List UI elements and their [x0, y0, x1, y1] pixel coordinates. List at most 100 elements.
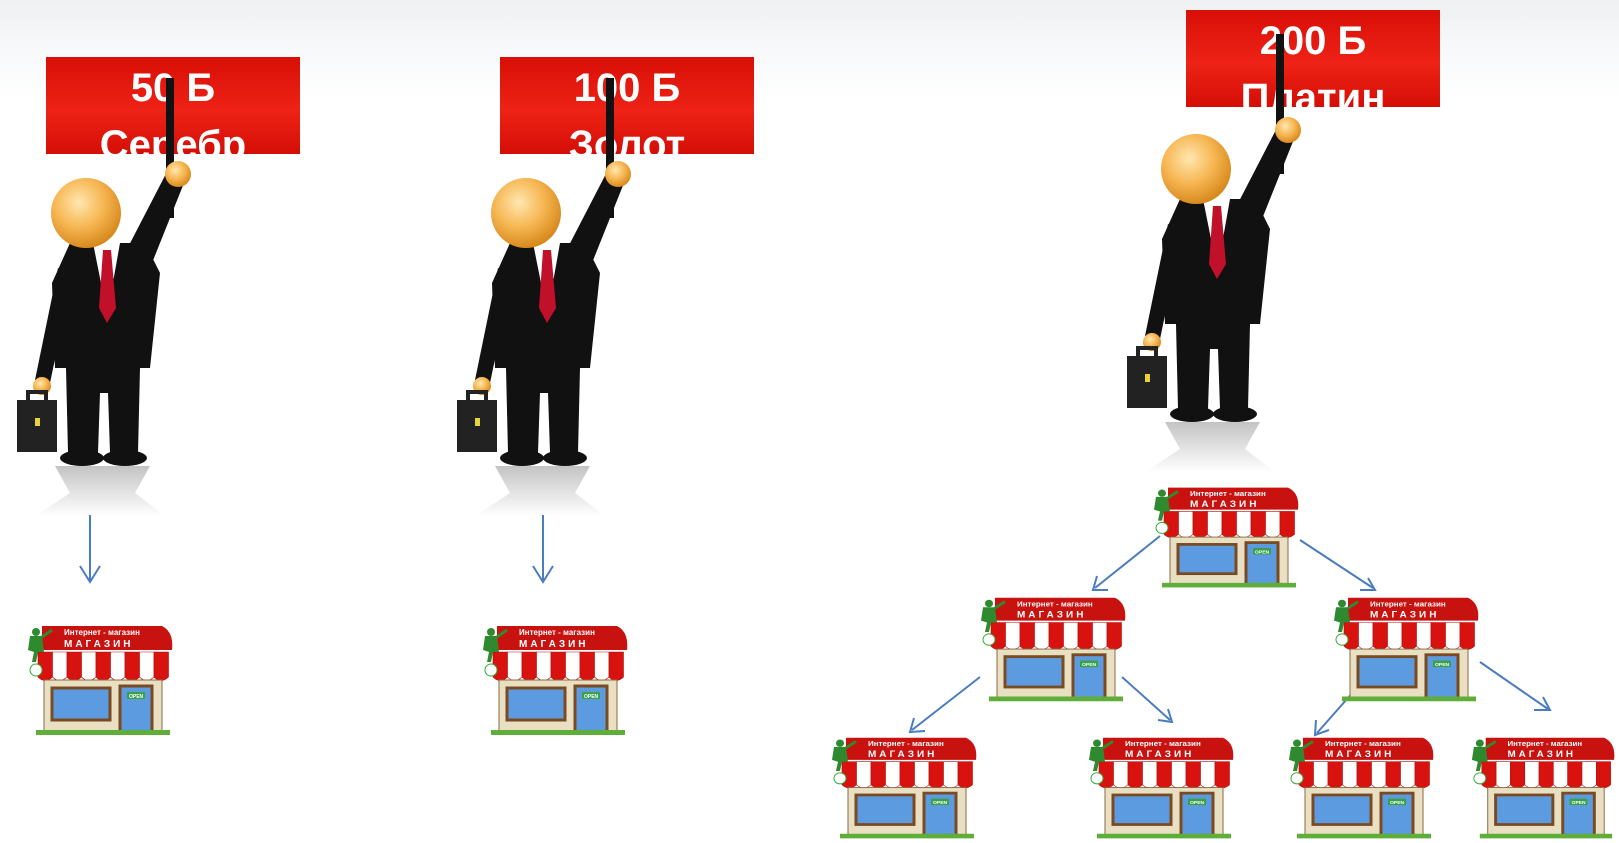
- shop-banner-small-text: Интернет - магазин: [1325, 739, 1401, 748]
- shop-banner-big-text: МАГАЗИН: [1325, 749, 1394, 760]
- shop-window: [1494, 793, 1555, 826]
- sign-platinum-name: Платин: [1240, 78, 1386, 107]
- arrow-right-right-head: [1534, 696, 1552, 711]
- shop-banner-big-text: МАГАЗИН: [1190, 499, 1259, 510]
- shop-banner-big-text: МАГАЗИН: [1370, 610, 1439, 621]
- shop-window: [505, 686, 567, 722]
- shop-banner-small-text: Интернет - магазин: [519, 628, 595, 637]
- shop-banner-big-text: МАГАЗИН: [868, 749, 937, 760]
- arrow-left-left-head: [908, 717, 926, 734]
- shop-banner-big-text: МАГАЗИН: [519, 639, 589, 650]
- shop-open-sign: OPEN: [584, 694, 599, 700]
- businessman-platinum: [1125, 32, 1303, 474]
- shop-open-sign: OPEN: [1572, 800, 1587, 806]
- sign-platinum-name-overflow: а: [1294, 148, 1317, 192]
- sign-gold-price: 100 Б: [573, 66, 681, 110]
- shop-awning: [1163, 511, 1295, 538]
- climbing-man-icon: [1471, 739, 1497, 785]
- shop-banner-big-text: МАГАЗИН: [1507, 749, 1576, 760]
- shop-window: [1003, 655, 1065, 689]
- arrows-group: [79, 515, 1552, 737]
- shop-banner-small-text: Интернет - магазин: [868, 739, 944, 748]
- climbing-man-icon: [1334, 599, 1359, 646]
- shop-window: [1311, 793, 1373, 826]
- shop-banner-big-text: МАГАЗИН: [1017, 610, 1086, 621]
- arrow-root-left: [1094, 535, 1161, 589]
- shop-banner: [1168, 487, 1299, 510]
- arrow-root-right-head: [1360, 577, 1377, 591]
- shop-banner: [1103, 737, 1234, 760]
- sign-gold-name: Золот: [568, 125, 686, 154]
- shop-open-sign: OPEN: [1255, 550, 1270, 556]
- businessman-silver: [15, 76, 193, 518]
- shop-banner: [1348, 597, 1479, 621]
- shop-open-sign: OPEN: [1190, 800, 1205, 806]
- arrow-left-left: [911, 676, 981, 731]
- sign-gold: 100 Б Золот: [500, 57, 754, 154]
- shop-banner: [1303, 737, 1434, 760]
- shop-window: [1176, 543, 1238, 576]
- shop-awning: [1481, 761, 1611, 789]
- shop-window: [1356, 655, 1418, 689]
- shop-window: [1111, 793, 1173, 826]
- arrow-right-right: [1479, 661, 1549, 710]
- arrow-root-right: [1299, 539, 1374, 589]
- shop-banner-small-text: Интернет - магазин: [1370, 600, 1446, 609]
- shop-banner-small-text: Интернет - магазин: [1017, 600, 1093, 609]
- arrow-root-left-head: [1091, 575, 1108, 591]
- climbing-man-icon: [832, 739, 857, 785]
- shop-open-sign: OPEN: [1435, 662, 1450, 668]
- climbing-man-icon: [28, 628, 53, 677]
- shop-awning: [1343, 622, 1475, 650]
- shop-banner: [995, 597, 1126, 621]
- shop-awning: [841, 761, 973, 789]
- climbing-man-icon: [1289, 739, 1314, 785]
- arrow-silver-head: [79, 565, 101, 584]
- climbing-man-icon: [1089, 739, 1114, 785]
- shop-banner-small-text: Интернет - магазин: [64, 628, 140, 637]
- shop-banner-small-text: Интернет - магазин: [1125, 739, 1201, 748]
- climbing-man-icon: [981, 599, 1006, 646]
- shop-banner: [846, 737, 977, 760]
- shop-banner-big-text: МАГАЗИН: [1125, 749, 1194, 760]
- shop-open-sign: OPEN: [129, 694, 144, 700]
- arrow-right-left-head: [1313, 719, 1330, 737]
- shop-open-sign: OPEN: [1390, 800, 1405, 806]
- shop-banner: [497, 626, 628, 650]
- climbing-man-icon: [1154, 489, 1179, 534]
- shop-window: [50, 686, 112, 722]
- shop-awning: [37, 651, 169, 681]
- shop-banner: [1485, 737, 1615, 760]
- arrow-gold-head: [532, 565, 554, 584]
- shop-open-sign: OPEN: [933, 800, 948, 806]
- shop-banner: [42, 626, 173, 650]
- businessman-gold: [455, 76, 633, 518]
- shop-awning: [1298, 761, 1430, 789]
- shop-banner-small-text: Интернет - магазин: [1190, 489, 1266, 498]
- shop-awning: [492, 651, 624, 681]
- shop-window: [854, 793, 916, 826]
- climbing-man-icon: [483, 628, 508, 677]
- shop-awning: [1098, 761, 1230, 789]
- shop-banner-big-text: МАГАЗИН: [64, 639, 134, 650]
- shop-banner-small-text: Интернет - магазин: [1507, 739, 1582, 748]
